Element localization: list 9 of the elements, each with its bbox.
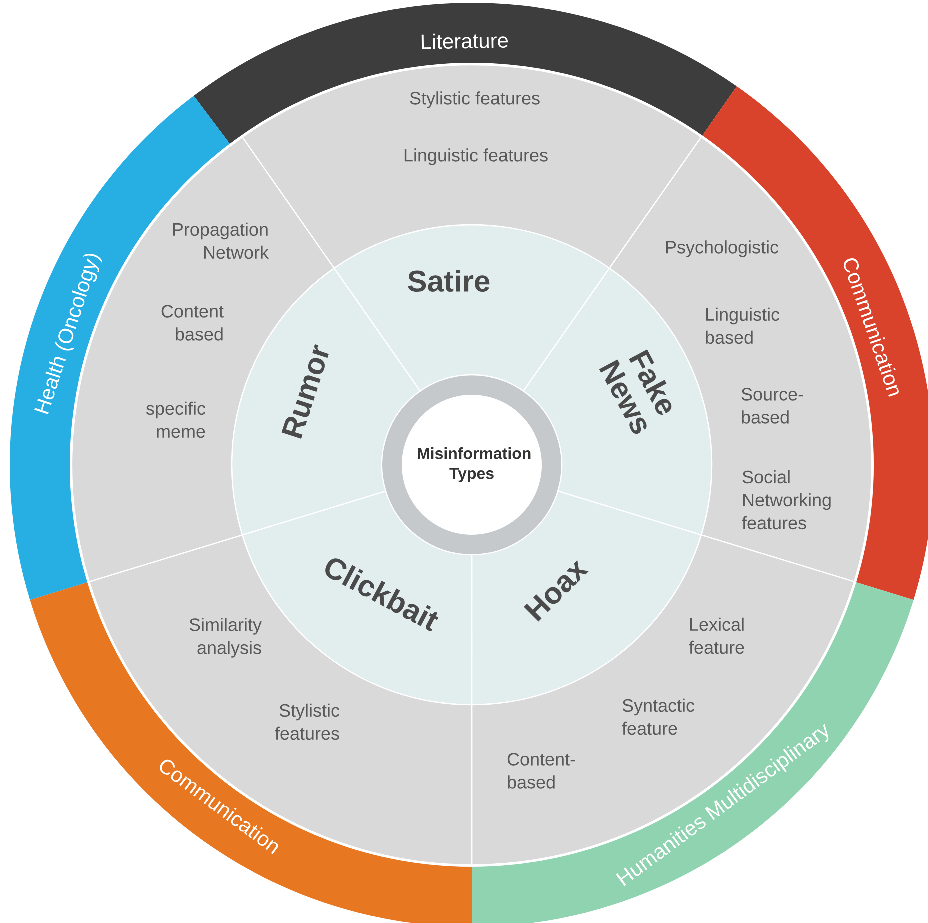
feature-label: Social Networking features bbox=[742, 470, 831, 530]
feature-label: Source-based bbox=[742, 388, 804, 424]
feature-label: Content-based bbox=[508, 753, 576, 789]
outer-sector bbox=[88, 534, 473, 866]
feature-label: Linguistic features bbox=[404, 148, 548, 166]
feature-label: Stylistic features bbox=[410, 92, 540, 108]
feature-label: specific meme bbox=[146, 402, 206, 438]
feature-label: Stylistic features bbox=[275, 704, 340, 740]
feature-label: Content based bbox=[162, 305, 224, 341]
